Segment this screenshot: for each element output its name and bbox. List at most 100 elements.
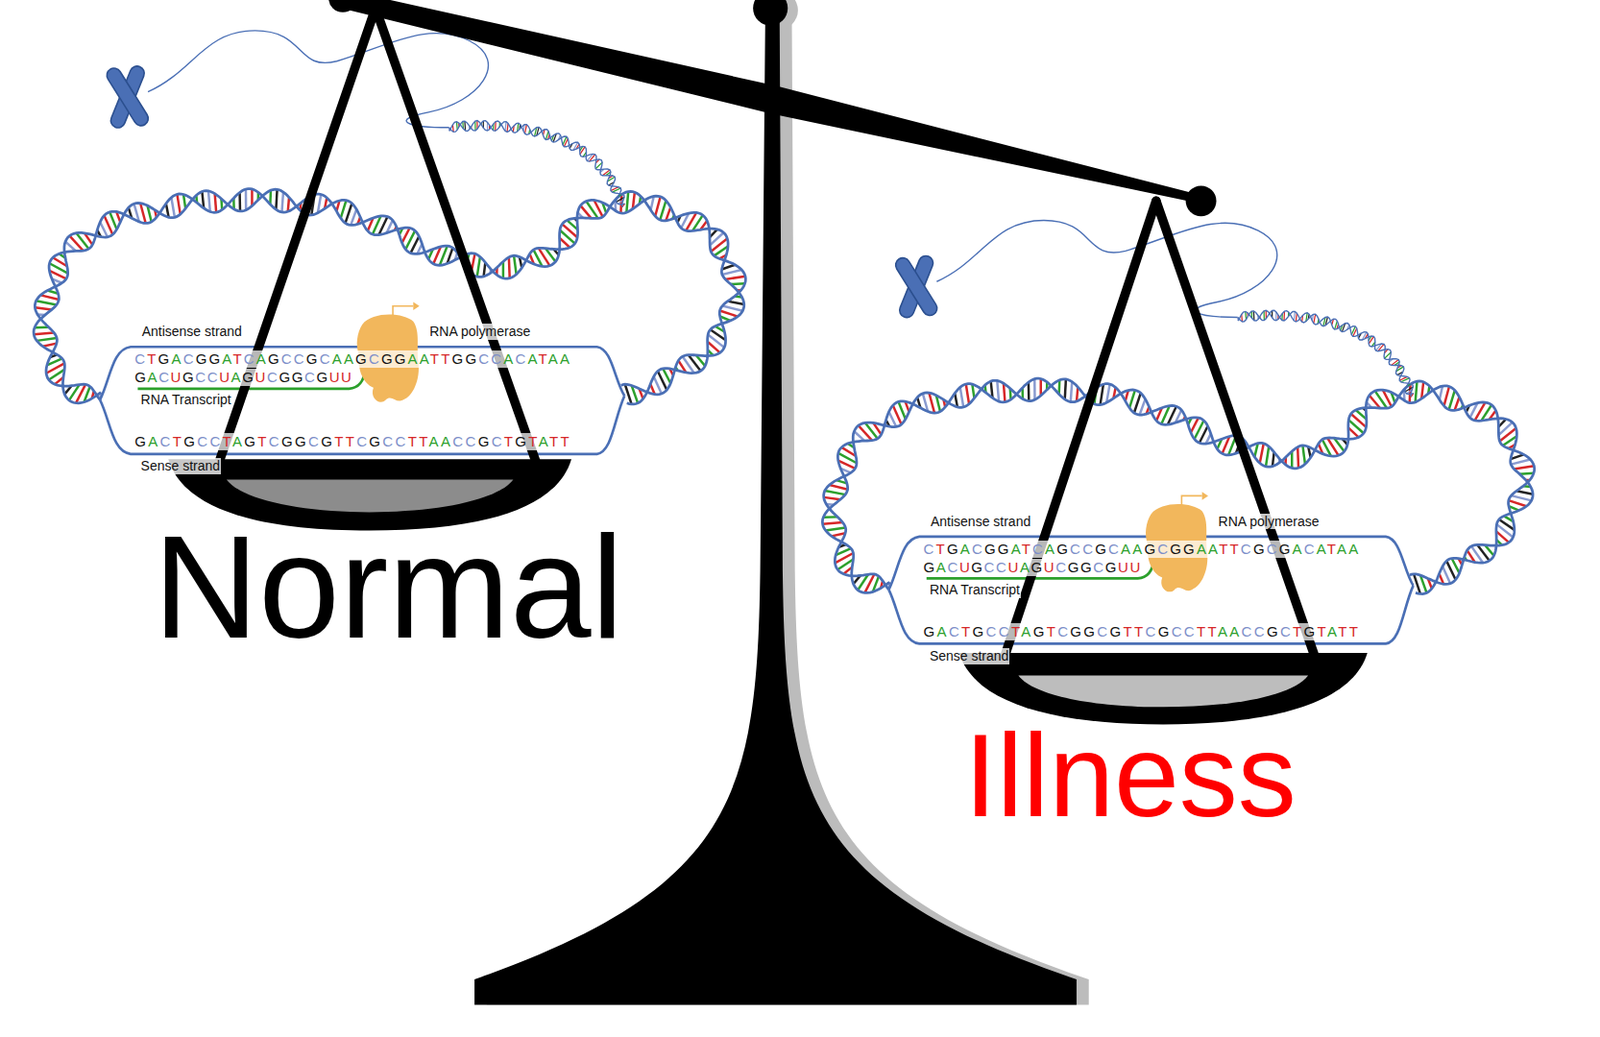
nucleotide: G xyxy=(1083,623,1097,640)
pan-string xyxy=(218,8,376,462)
nucleotide: C xyxy=(923,540,937,558)
nucleotide: C xyxy=(491,433,505,450)
nucleotide: C xyxy=(304,368,316,386)
nucleotide: A xyxy=(1208,540,1219,558)
nucleotide: A xyxy=(1316,540,1328,558)
nucleotide: A xyxy=(147,433,160,450)
nucleotide: A xyxy=(419,350,431,367)
nucleotide: C xyxy=(946,558,959,576)
balance-scale xyxy=(168,0,1367,1006)
nucleotide: A xyxy=(343,350,356,367)
nucleotide: A xyxy=(147,368,160,386)
nucleotide: G xyxy=(281,433,295,450)
nucleotide: G xyxy=(134,433,148,450)
nucleotide: A xyxy=(527,350,538,367)
nucleotide: A xyxy=(1196,540,1209,558)
nucleotide: A xyxy=(1217,623,1230,640)
dna-sequence: CTGACGGATCAGCCGCAAGCGGAATTCGCGACATAA xyxy=(923,540,1361,558)
nucleotide: C xyxy=(183,350,196,367)
nucleotide: T xyxy=(222,433,233,450)
nucleotide: C xyxy=(986,623,999,640)
nucleotide: C xyxy=(293,350,307,367)
nucleotide: A xyxy=(960,540,972,558)
nucleotide: C xyxy=(1057,623,1070,640)
nucleotide: C xyxy=(395,433,409,450)
nucleotide: T xyxy=(504,433,516,450)
pan-inner xyxy=(226,479,514,512)
nucleotide: U xyxy=(170,368,183,386)
nucleotide: T xyxy=(172,433,185,450)
pan-string xyxy=(375,8,536,462)
nucleotide: G xyxy=(278,368,291,386)
strand-label: Sense strand xyxy=(140,458,222,475)
nucleotide: A xyxy=(1120,540,1133,558)
nucleotide: A xyxy=(1336,540,1349,558)
nucleotide: C xyxy=(1069,540,1083,558)
nucleotide: C xyxy=(464,433,478,450)
illness-dna xyxy=(822,220,1534,645)
pivot-knob xyxy=(752,0,788,26)
nucleotide: C xyxy=(1082,540,1095,558)
nucleotide: C xyxy=(1266,540,1280,558)
transcript-label: RNA Transcript xyxy=(140,391,233,409)
nucleotide: C xyxy=(452,433,465,450)
beam-end xyxy=(1186,185,1217,217)
nucleotide: U xyxy=(959,558,971,576)
nucleotide: C xyxy=(158,368,170,386)
nucleotide: G xyxy=(306,350,320,367)
nucleotide: A xyxy=(936,558,948,576)
nucleotide: U xyxy=(1043,558,1056,576)
nucleotide: G xyxy=(1183,540,1197,558)
dna-sequence: GACTGCCTAGTCGGCGTTCGCCTTAACCGCTGTATT xyxy=(134,433,572,451)
nucleotide: T xyxy=(430,350,441,367)
nucleotide: C xyxy=(196,433,210,450)
nucleotide: G xyxy=(946,540,961,558)
nucleotide: A xyxy=(1020,623,1033,640)
nucleotide: G xyxy=(514,433,529,450)
nucleotide: G xyxy=(1105,558,1118,576)
nucleotide: C xyxy=(319,350,333,367)
nucleotide: A xyxy=(1327,623,1338,640)
nucleotide: A xyxy=(1044,540,1057,558)
nucleotide: A xyxy=(440,433,453,450)
nucleotide: G xyxy=(1056,540,1070,558)
nucleotide: G xyxy=(1279,540,1293,558)
nucleotide: C xyxy=(368,350,382,367)
nucleotide: G xyxy=(452,350,466,367)
nucleotide: C xyxy=(998,623,1012,640)
nucleotide: G xyxy=(464,350,479,367)
nucleotide: T xyxy=(418,433,429,450)
nucleotide: G xyxy=(182,368,195,386)
nucleotide: T xyxy=(440,350,452,367)
enzyme-label: RNA polymerase xyxy=(1217,513,1321,531)
nucleotide: G xyxy=(1067,558,1081,576)
nucleotide: C xyxy=(243,350,257,367)
nucleotide: T xyxy=(1327,540,1337,558)
nucleotide: G xyxy=(1143,540,1158,558)
nucleotide: G xyxy=(158,350,172,367)
pan-string xyxy=(1005,200,1157,655)
nucleotide: G xyxy=(997,540,1012,558)
nucleotide: A xyxy=(1292,540,1305,558)
nucleotide: C xyxy=(207,368,219,386)
nucleotide: G xyxy=(381,350,395,367)
nucleotide: G xyxy=(984,540,998,558)
nucleotide: C xyxy=(1108,540,1121,558)
nucleotide: C xyxy=(268,433,282,450)
nucleotide: A xyxy=(231,368,243,386)
nucleotide: A xyxy=(170,350,183,367)
nucleotide: T xyxy=(1349,623,1361,640)
rna-sequence: GACUGCCUAGUCGGCGUU xyxy=(923,558,1142,577)
nucleotide: T xyxy=(1317,623,1328,640)
nucleotide: A xyxy=(1348,540,1360,558)
nucleotide: A xyxy=(1019,558,1032,576)
nucleotide: G xyxy=(267,350,282,367)
nucleotide: T xyxy=(146,350,158,367)
nucleotide: T xyxy=(1208,623,1218,640)
nucleotide: T xyxy=(1218,540,1230,558)
nucleotide: G xyxy=(209,350,223,367)
nucleotide: T xyxy=(345,433,358,450)
nucleotide: U xyxy=(1007,558,1019,576)
nucleotide: G xyxy=(291,368,305,386)
